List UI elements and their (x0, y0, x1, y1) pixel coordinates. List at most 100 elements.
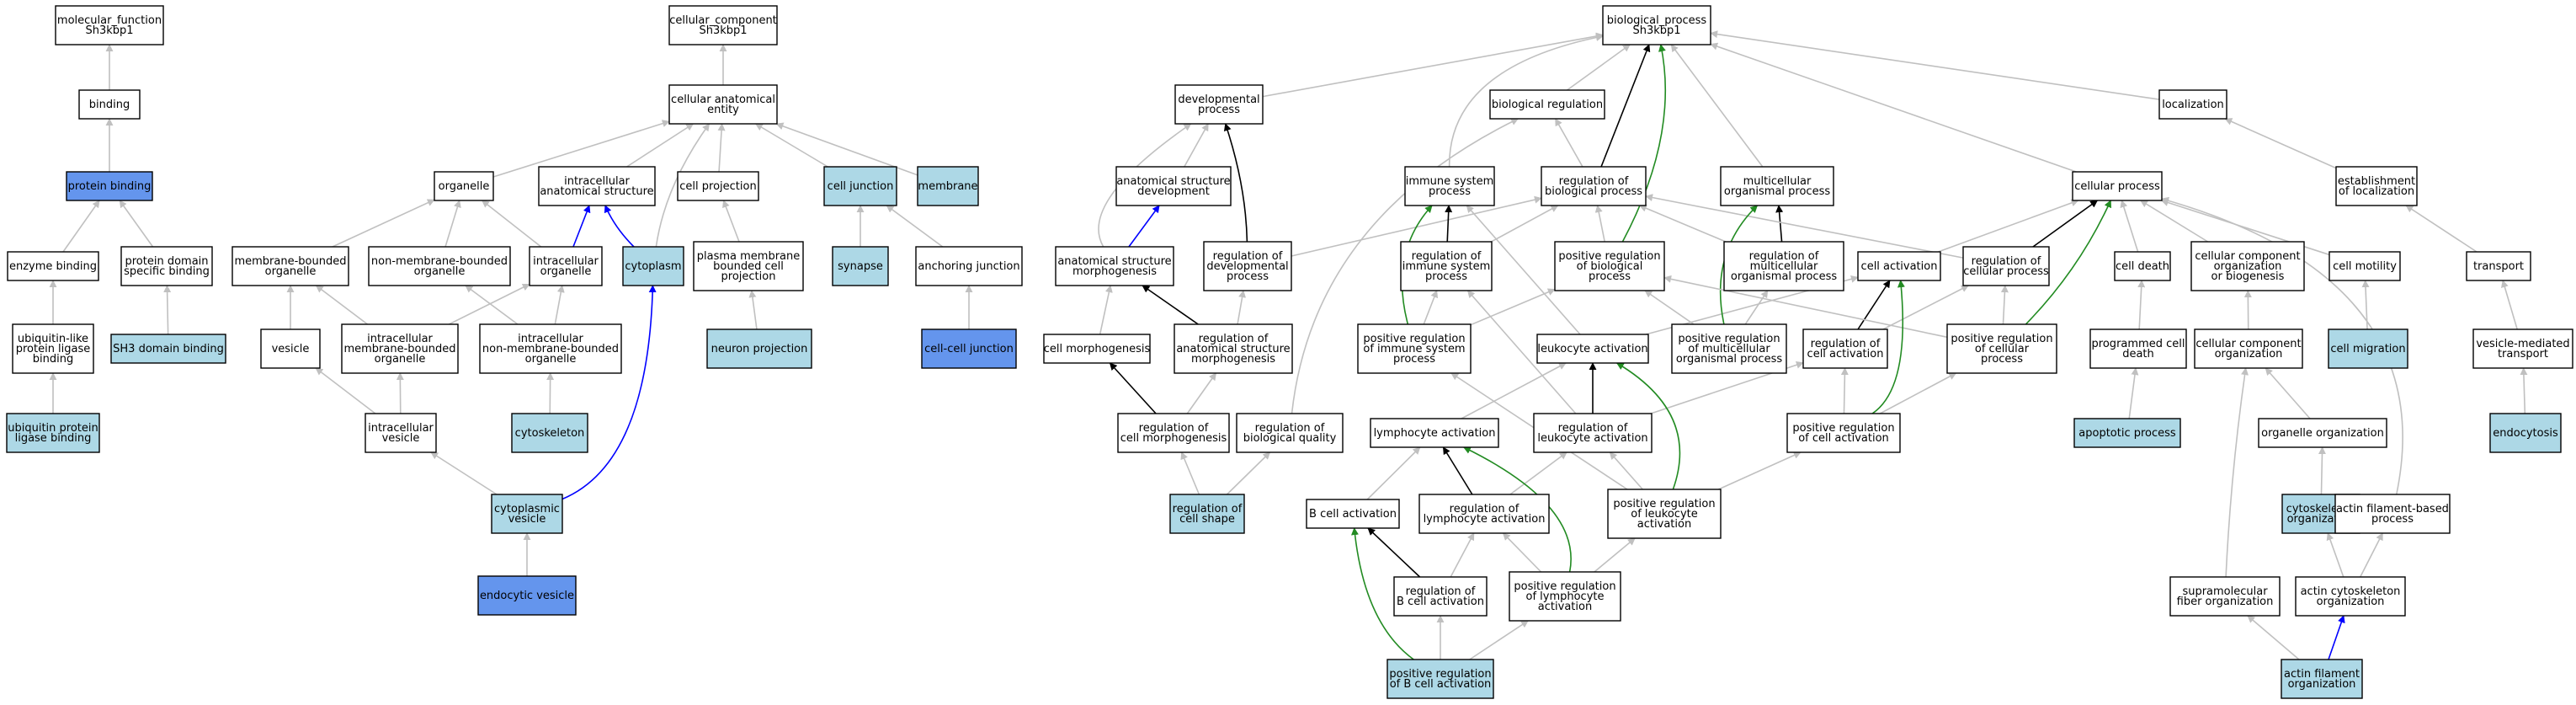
node-box (479, 323, 622, 374)
node-box (1115, 166, 1232, 206)
node-label-line: molecular_function (57, 14, 162, 27)
node-box (1720, 166, 1834, 206)
edge-is-a-afbp-to-cell_process (2161, 196, 2403, 495)
node-sh3[interactable]: SH3 domain binding (110, 334, 226, 364)
node-cell-process[interactable]: cellular process (2072, 171, 2163, 201)
node-bca[interactable]: B cell activation (1306, 499, 1400, 529)
node-cell-morph[interactable]: cell morphogenesis (1043, 334, 1151, 364)
node-label-line: of leukocyte (1631, 508, 1697, 521)
node-lymph-act[interactable]: lymphocyte activation (1370, 418, 1499, 448)
node-binding[interactable]: binding (78, 89, 141, 120)
node-cell-motility[interactable]: cell motility (2329, 251, 2401, 281)
node-ccj[interactable]: cell-cell junction (921, 328, 1017, 369)
node-org-org[interactable]: organelle organization (2258, 418, 2387, 448)
node-bio-reg[interactable]: biological regulation (1489, 89, 1605, 120)
node-label-line: leukocyte activation (1537, 432, 1647, 445)
edge-is-a-prmop-to-rmop (1744, 290, 1769, 325)
node-localization[interactable]: localization (2158, 89, 2227, 120)
node-cell-activation[interactable]: cell activation (1857, 251, 1941, 281)
node-box (693, 241, 804, 291)
node-organelle[interactable]: organelle (434, 171, 494, 201)
node-transport[interactable]: transport (2466, 251, 2531, 281)
node-label-line: organelle (439, 180, 490, 193)
node-cytoplasm[interactable]: cytoplasm (622, 246, 684, 286)
node-cell-junction[interactable]: cell junction (823, 166, 897, 206)
node-label-line: organization (2215, 348, 2283, 361)
node-label-line: of lymphocyte (1525, 590, 1604, 603)
edge-regulates-rcp-to-cell_process (2032, 200, 2099, 248)
node-membrane[interactable]: membrane (917, 166, 979, 206)
node-apoptotic[interactable]: apoptotic process (2073, 418, 2181, 448)
node-cytoskeleton[interactable]: cytoskeleton (511, 413, 588, 453)
node-endocytic-vesicle[interactable]: endocytic vesicle (477, 575, 577, 616)
node-cell-migration[interactable]: cell migration (2328, 328, 2408, 369)
node-cell-projection[interactable]: cell projection (677, 171, 759, 201)
node-label-line: process (1393, 353, 1435, 366)
node-label-line: leukocyte activation (1537, 343, 1647, 355)
node-box (2194, 328, 2303, 369)
node-leuk-act[interactable]: leukocyte activation (1536, 334, 1649, 364)
node-rbca[interactable]: regulation ofB cell activation (1393, 576, 1488, 617)
node-inmbo[interactable]: intracellularnon-membrane-boundedorganel… (479, 323, 622, 374)
node-endocytosis[interactable]: endocytosis (2489, 413, 2562, 453)
node-enzyme-binding[interactable]: enzyme binding (7, 251, 99, 281)
node-synapse[interactable]: synapse (832, 246, 889, 286)
node-box (1169, 494, 1245, 534)
node-anchoring-junction[interactable]: anchoring junction (915, 246, 1023, 286)
node-neuron-projection[interactable]: neuron projection (706, 328, 812, 369)
node-cell-death[interactable]: cell death (2114, 251, 2171, 281)
node-label-line: or biogenesis (2211, 270, 2285, 283)
node-vesicle[interactable]: vesicle (260, 328, 321, 369)
node-protein-binding[interactable]: protein binding (66, 171, 153, 201)
